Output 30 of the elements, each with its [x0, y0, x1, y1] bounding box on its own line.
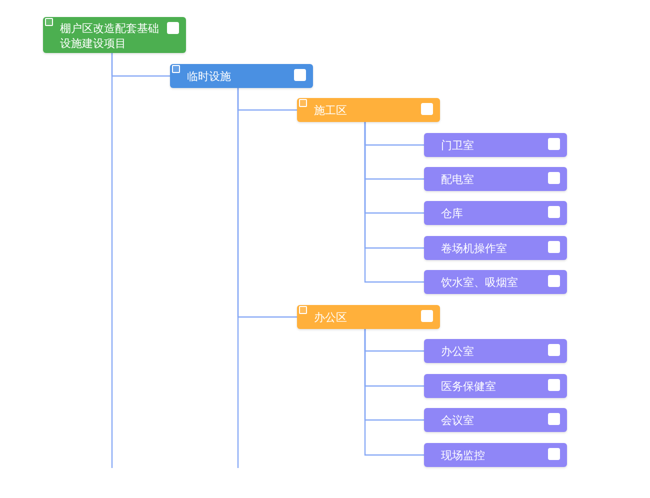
topic-label: 现场监控 — [441, 448, 485, 463]
topic-label: 会议室 — [441, 413, 474, 428]
topic-label: 办公室 — [441, 344, 474, 359]
topic-label: 办公区 — [314, 310, 347, 325]
topic-box — [424, 236, 567, 260]
topic-label: 配电室 — [441, 172, 474, 187]
connector-line — [237, 88, 297, 318]
connector-line — [364, 329, 424, 456]
topic-box — [424, 443, 567, 467]
topic-label: 卷场机操作室 — [441, 241, 507, 256]
topic-box — [424, 167, 567, 191]
topic-box — [424, 270, 567, 294]
topic-box — [424, 201, 567, 225]
topic-box — [297, 98, 440, 122]
topic-label: 临时设施 — [187, 69, 231, 84]
topic-label: 门卫室 — [441, 138, 474, 153]
topic-box — [170, 64, 313, 88]
connector-line — [111, 53, 170, 77]
topic-box — [43, 17, 186, 53]
topic-label: 仓库 — [441, 206, 463, 221]
topic-box — [424, 374, 567, 398]
topic-box — [297, 305, 440, 329]
topic-box — [424, 408, 567, 432]
topic-label: 棚户区改造配套基础设施建设项目 — [60, 20, 160, 50]
topic-label: 施工区 — [314, 103, 347, 118]
topic-label: 医务保健室 — [441, 379, 496, 394]
connector-line — [364, 122, 424, 283]
topic-box — [424, 133, 567, 157]
topic-label: 饮水室、吸烟室 — [441, 275, 518, 290]
topic-box — [424, 339, 567, 363]
